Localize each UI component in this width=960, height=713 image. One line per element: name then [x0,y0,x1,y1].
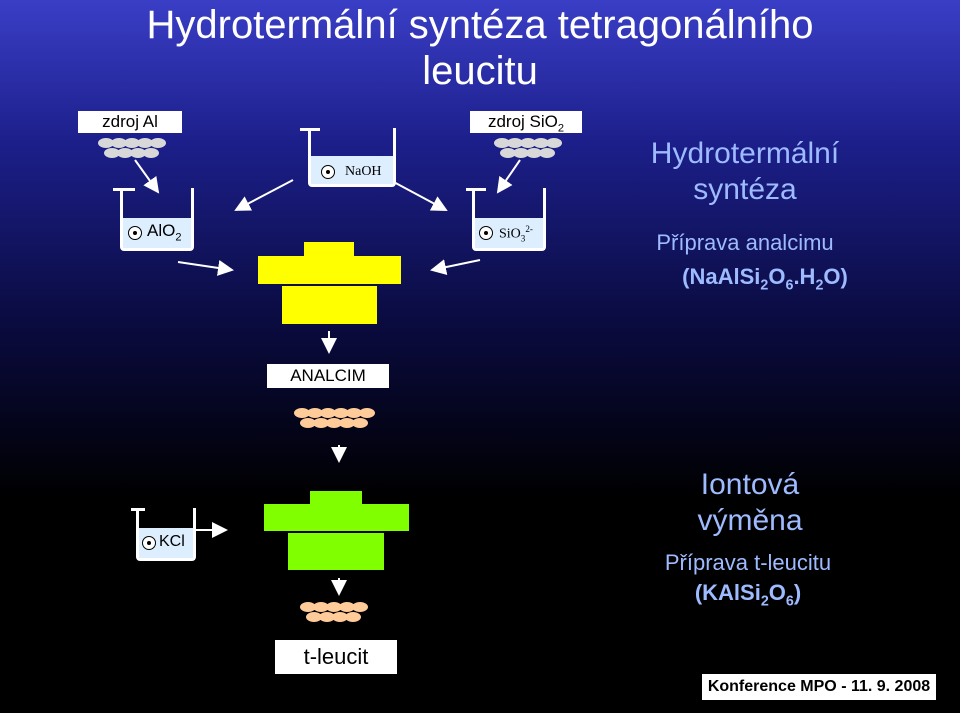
analcim-label: ANALCIM [267,364,389,388]
al-source-particles [98,138,168,162]
page-title: Hydrotermální syntéza tetragonálního leu… [0,2,960,94]
autoclave-1-cap [304,242,354,256]
footer-conference: Konference MPO - 11. 9. 2008 [700,672,938,702]
autoclave-2-lid [264,504,409,531]
sio3-beaker-lip [466,188,486,191]
analcim-formula: (NaAlSi2O6.H2O) [682,264,848,294]
autoclave-2-cap [310,491,362,504]
tleucit-label: t-leucit [275,640,397,674]
arrow-naoh-to-alo2 [234,179,294,211]
arrow-sio3-to-reactor [430,259,481,275]
leucit-formula: (KAlSi2O6) [694,580,802,610]
alo2-beaker: AlO2 [120,188,194,251]
kcl-beaker: KCl [136,508,196,561]
tleucit-particles [300,602,370,626]
si-source-particles [494,138,564,162]
prep-analcim-text: Příprava analcimu [656,230,834,255]
autoclave-2-body [288,533,384,570]
alo2-label: AlO2 [147,221,182,244]
stirrer-icon [479,226,493,240]
naoh-label: NaOH [345,164,382,179]
alo2-beaker-lip [113,188,135,191]
stirrer-icon [128,226,142,240]
title-line-2: leucitu [422,49,538,93]
arrow-si-to-beaker [496,159,521,194]
kcl-label: KCl [159,533,185,550]
autoclave-1-lid [258,256,401,284]
analcim-particles [294,408,375,432]
arrow-al-to-beaker [134,159,160,194]
title-line-1: Hydrotermální syntéza tetragonálního [146,3,814,47]
naoh-beaker: NaOH [308,128,396,187]
hydro-heading: Hydrotermální syntéza [650,137,840,206]
sio3-beaker: SiO32- [472,188,546,251]
stirrer-icon [321,165,335,179]
stirrer-icon [142,536,156,550]
sio3-label: SiO32- [499,224,533,244]
al-source-label: zdroj Al [78,111,182,133]
si-source-label: zdroj SiO2 [470,111,582,134]
prep-leucit-text: Příprava t-leucitu [664,550,832,575]
autoclave-1-body [282,286,377,324]
ion-heading: Iontová výměna [697,468,803,537]
arrow-alo2-to-reactor [177,260,234,276]
arrow-naoh-to-sio3 [389,179,448,211]
